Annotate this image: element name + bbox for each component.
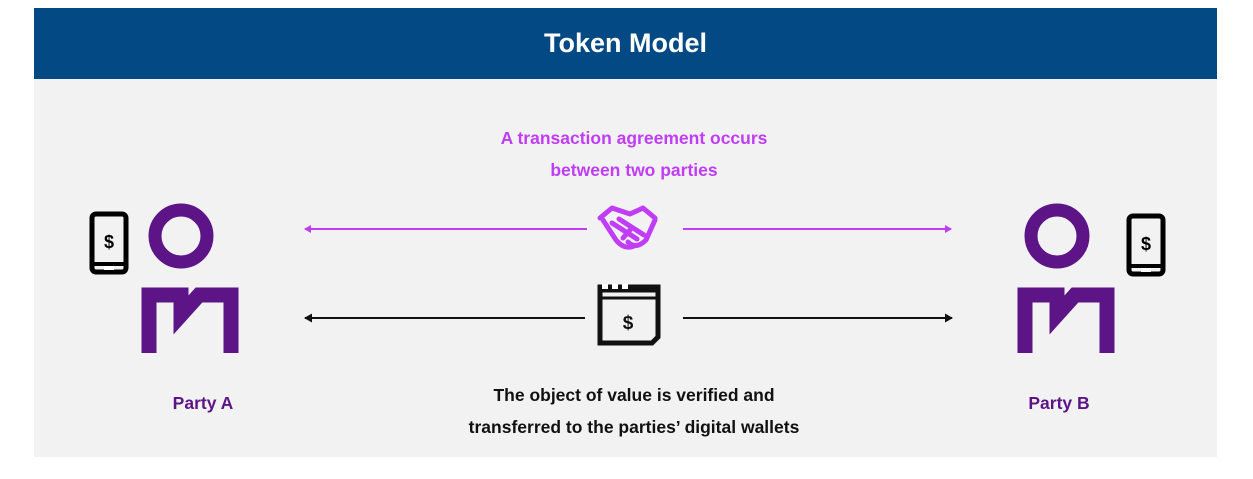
phone-dollar-glyph: $	[1141, 234, 1151, 254]
handshake-icon	[597, 205, 658, 250]
phone-dollar-icon: $	[1126, 213, 1166, 277]
token-document-icon: $	[597, 284, 661, 346]
phone-dollar-icon: $	[89, 211, 129, 275]
phone-dollar-glyph: $	[104, 232, 114, 252]
transfer-caption: The object of value is verified and tran…	[384, 379, 884, 443]
diagram-frame: Token Model A transaction agreement occu…	[34, 8, 1217, 457]
party-a-label: Party A	[172, 393, 234, 413]
agreement-caption-line-2: between two parties	[550, 160, 718, 180]
person-icon	[141, 203, 239, 353]
transfer-caption-line-1: The object of value is verified and	[493, 385, 775, 405]
header-bar: Token Model	[34, 8, 1217, 79]
token-dollar-glyph: $	[623, 313, 634, 334]
transfer-caption-line-2: transferred to the parties’ digital wall…	[468, 417, 800, 437]
party-b-label: Party B	[1028, 393, 1090, 413]
diagram-graphics: $ $	[89, 203, 1166, 353]
agreement-caption: A transaction agreement occurs between t…	[384, 122, 884, 186]
person-icon	[1017, 203, 1115, 353]
diagram-title: Token Model	[543, 28, 707, 58]
agreement-caption-line-1: A transaction agreement occurs	[500, 128, 768, 148]
